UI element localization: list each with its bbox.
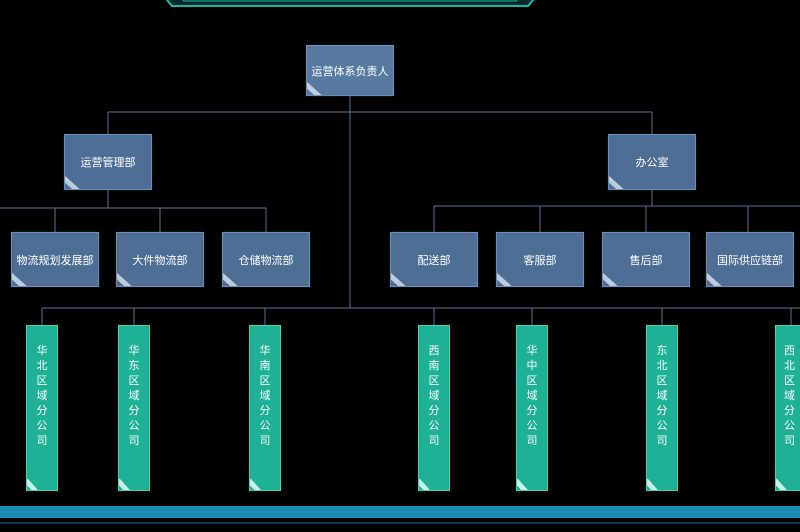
department-label: 运营管理部: [80, 156, 136, 169]
regional-company-label: 西南区域分公司: [428, 344, 440, 447]
sub-department-node[interactable]: 配送部: [390, 232, 478, 287]
sub-department-node[interactable]: 仓储物流部: [222, 232, 310, 287]
department-node-office[interactable]: 办公室: [608, 134, 696, 190]
root-node[interactable]: 运营体系负责人: [306, 45, 394, 96]
bottom-bar: [0, 506, 800, 518]
regional-company-label: 东北区域分公司: [656, 344, 668, 447]
regional-company-label: 华南区域分公司: [259, 344, 271, 447]
regional-company-node[interactable]: 华中区域分公司: [516, 325, 548, 491]
regional-company-node[interactable]: 西南区域分公司: [418, 325, 450, 491]
regional-company-node[interactable]: 东北区域分公司: [646, 325, 678, 491]
regional-company-node[interactable]: 西北区域分公司: [775, 325, 800, 491]
department-node-operations[interactable]: 运营管理部: [64, 134, 152, 190]
regional-company-label: 西北区域分公司: [784, 344, 795, 447]
regional-company-node[interactable]: 华东区域分公司: [118, 325, 150, 491]
sub-department-label: 国际供应链部: [717, 253, 783, 267]
sub-department-node[interactable]: 售后部: [602, 232, 690, 287]
bottom-line: [0, 522, 800, 524]
sub-department-node[interactable]: 大件物流部: [116, 232, 204, 287]
department-label: 办公室: [635, 156, 669, 169]
regional-company-node[interactable]: 华北区域分公司: [26, 325, 58, 491]
sub-department-label: 配送部: [417, 253, 451, 267]
regional-company-node[interactable]: 华南区域分公司: [249, 325, 281, 491]
regional-company-label: 华北区域分公司: [36, 344, 48, 447]
regional-company-label: 华东区域分公司: [128, 344, 140, 447]
sub-department-node[interactable]: 客服部: [496, 232, 584, 287]
header-frame: [165, 0, 535, 7]
root-label: 运营体系负责人: [311, 64, 389, 78]
sub-department-label: 售后部: [629, 253, 663, 267]
sub-department-label: 客服部: [523, 253, 557, 267]
sub-department-node[interactable]: 国际供应链部: [706, 232, 794, 287]
regional-company-label: 华中区域分公司: [526, 344, 538, 447]
sub-department-label: 大件物流部: [132, 253, 188, 267]
sub-department-label: 物流规划发展部: [16, 253, 94, 267]
sub-department-label: 仓储物流部: [238, 253, 294, 267]
sub-department-node[interactable]: 物流规划发展部: [11, 232, 99, 287]
